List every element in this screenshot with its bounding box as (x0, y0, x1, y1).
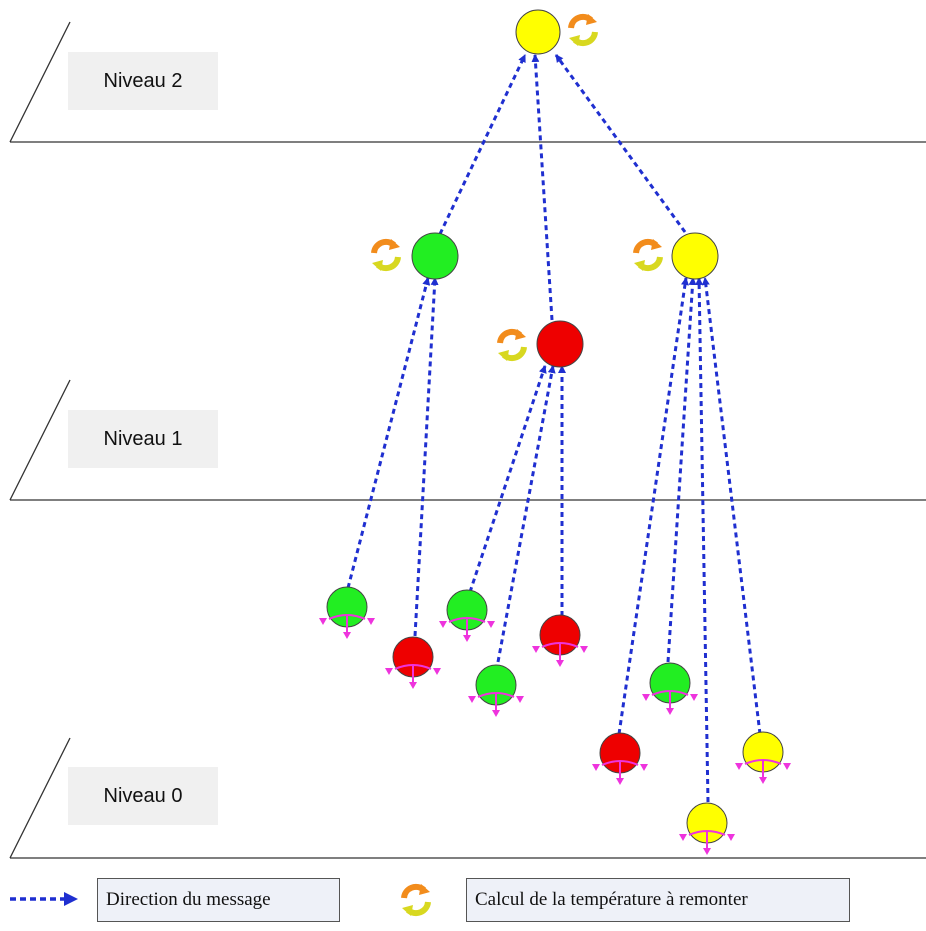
sensor-node-s-green-1 (319, 586, 375, 639)
message-arrows (346, 54, 762, 803)
sensor-node-s-green-2 (439, 589, 495, 642)
sensor-nodes (319, 586, 791, 855)
arrow-n1green-to-root (438, 54, 527, 235)
level-label-1: Niveau 1 (68, 410, 218, 468)
level-label-0: Niveau 0 (68, 767, 218, 825)
plane-level-0 (9, 737, 926, 859)
compute-icon-n1-green (372, 239, 400, 271)
compute-icon-n1-red (498, 329, 526, 361)
compute-icon-root (569, 14, 597, 46)
plane-level-1 (9, 379, 926, 501)
node-root (515, 9, 561, 55)
sensor-node-s-yellow-2 (679, 802, 735, 855)
plane-level-2 (9, 21, 926, 143)
arrow-sgreen2-to-n1red (468, 365, 547, 593)
sensor-node-s-red-2 (532, 614, 588, 667)
node-n1-red (536, 320, 584, 368)
arrow-syellow1-to-n1yellow (701, 277, 762, 735)
arrow-n1yellow-to-root (554, 54, 687, 233)
sensor-node-s-green-3 (468, 664, 524, 717)
node-n1-yellow (671, 232, 719, 280)
node-n1-green (411, 232, 459, 280)
arrow-n1red-to-root (531, 54, 554, 321)
compute-icon-n1-yellow (634, 239, 662, 271)
legend-arrow-label: Direction du message (97, 878, 340, 922)
sensor-node-s-red-1 (385, 636, 441, 689)
legend-compute-icon (402, 884, 430, 916)
sensor-node-s-red-3 (592, 732, 648, 785)
arrow-sgreen1-to-n1green (346, 277, 431, 589)
arrow-sgreen4-to-n1yellow (666, 277, 697, 663)
legend-compute-label: Calcul de la température à remonter (466, 878, 850, 922)
level-label-2: Niveau 2 (68, 52, 218, 110)
arrow-sred3-to-n1yellow (617, 277, 689, 735)
sensor-node-s-yellow-1 (735, 731, 791, 784)
arrow-sgreen3-to-n1red (496, 365, 556, 663)
arrow-sred1-to-n1green (413, 277, 439, 637)
sensor-node-s-green-4 (642, 662, 698, 715)
legend-arrow-icon (10, 892, 78, 906)
arrow-syellow2-to-n1yellow (695, 277, 710, 803)
